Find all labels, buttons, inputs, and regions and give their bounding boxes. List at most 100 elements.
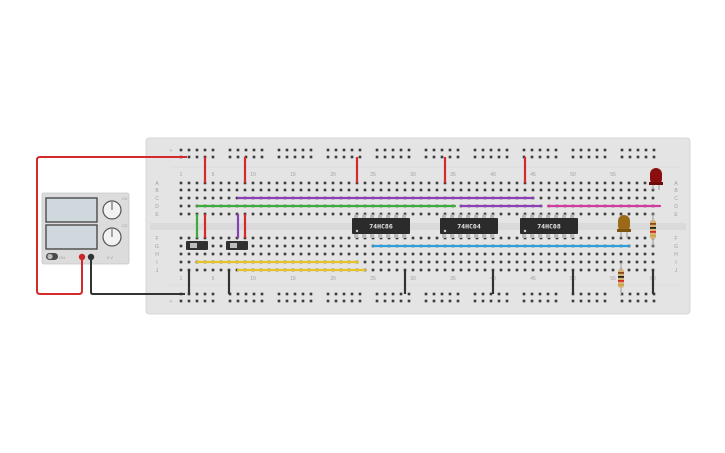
breadboard-hole[interactable] <box>448 299 452 303</box>
breadboard-hole[interactable] <box>435 268 439 272</box>
breadboard-hole[interactable] <box>419 252 423 256</box>
breadboard-hole[interactable] <box>331 188 335 192</box>
breadboard-hole[interactable] <box>546 148 550 152</box>
breadboard-hole[interactable] <box>603 181 607 185</box>
breadboard-hole[interactable] <box>275 244 279 248</box>
breadboard-hole[interactable] <box>538 155 542 159</box>
breadboard-hole[interactable] <box>211 268 215 272</box>
breadboard-hole[interactable] <box>507 181 511 185</box>
breadboard-hole[interactable] <box>211 148 215 152</box>
breadboard-hole[interactable] <box>427 212 431 216</box>
breadboard-hole[interactable] <box>252 292 256 296</box>
breadboard-hole[interactable] <box>347 181 351 185</box>
breadboard-hole[interactable] <box>301 155 305 159</box>
breadboard-hole[interactable] <box>211 181 215 185</box>
breadboard-hole[interactable] <box>307 252 311 256</box>
breadboard-hole[interactable] <box>267 188 271 192</box>
breadboard-hole[interactable] <box>603 155 607 159</box>
breadboard-hole[interactable] <box>505 292 509 296</box>
breadboard-hole[interactable] <box>358 148 362 152</box>
breadboard-hole[interactable] <box>497 299 501 303</box>
breadboard-hole[interactable] <box>515 252 519 256</box>
breadboard-hole[interactable] <box>285 299 289 303</box>
breadboard-hole[interactable] <box>522 292 526 296</box>
breadboard-hole[interactable] <box>432 299 436 303</box>
breadboard-hole[interactable] <box>244 148 248 152</box>
breadboard-hole[interactable] <box>571 181 575 185</box>
breadboard-hole[interactable] <box>244 292 248 296</box>
breadboard-hole[interactable] <box>620 148 624 152</box>
breadboard-hole[interactable] <box>628 148 632 152</box>
breadboard-hole[interactable] <box>619 252 623 256</box>
breadboard-hole[interactable] <box>595 188 599 192</box>
breadboard-hole[interactable] <box>277 299 281 303</box>
led-red[interactable] <box>649 168 663 190</box>
breadboard-hole[interactable] <box>293 148 297 152</box>
breadboard-hole[interactable] <box>187 196 191 200</box>
breadboard-hole[interactable] <box>363 260 367 264</box>
breadboard-hole[interactable] <box>383 155 387 159</box>
breadboard-hole[interactable] <box>603 188 607 192</box>
breadboard-hole[interactable] <box>443 268 447 272</box>
breadboard-hole[interactable] <box>587 236 591 240</box>
chip-74hc04[interactable]: 74HC04 <box>440 214 498 239</box>
breadboard-hole[interactable] <box>299 188 303 192</box>
breadboard-hole[interactable] <box>603 299 607 303</box>
breadboard-hole[interactable] <box>595 148 599 152</box>
breadboard-hole[interactable] <box>515 212 519 216</box>
breadboard-hole[interactable] <box>628 299 632 303</box>
breadboard-hole[interactable] <box>497 148 501 152</box>
breadboard-hole[interactable] <box>427 181 431 185</box>
breadboard-hole[interactable] <box>483 268 487 272</box>
breadboard-hole[interactable] <box>481 155 485 159</box>
breadboard-hole[interactable] <box>611 196 615 200</box>
breadboard-hole[interactable] <box>563 260 567 264</box>
breadboard-hole[interactable] <box>339 252 343 256</box>
power-supply[interactable]: CV CC ON 0 V <box>41 192 130 265</box>
breadboard-hole[interactable] <box>523 268 527 272</box>
breadboard-hole[interactable] <box>515 188 519 192</box>
breadboard-hole[interactable] <box>299 252 303 256</box>
breadboard-hole[interactable] <box>309 148 313 152</box>
breadboard-hole[interactable] <box>628 292 632 296</box>
breadboard-hole[interactable] <box>595 268 599 272</box>
breadboard-hole[interactable] <box>350 148 354 152</box>
breadboard-hole[interactable] <box>326 292 330 296</box>
breadboard-hole[interactable] <box>211 212 215 216</box>
breadboard-hole[interactable] <box>531 181 535 185</box>
breadboard-hole[interactable] <box>334 299 338 303</box>
breadboard-hole[interactable] <box>331 236 335 240</box>
breadboard-hole[interactable] <box>419 236 423 240</box>
breadboard-hole[interactable] <box>283 188 287 192</box>
breadboard-hole[interactable] <box>603 260 607 264</box>
breadboard-hole[interactable] <box>546 292 550 296</box>
breadboard-hole[interactable] <box>483 252 487 256</box>
breadboard-hole[interactable] <box>267 236 271 240</box>
breadboard-hole[interactable] <box>483 212 487 216</box>
breadboard-hole[interactable] <box>523 212 527 216</box>
breadboard-hole[interactable] <box>375 292 379 296</box>
breadboard-hole[interactable] <box>275 212 279 216</box>
breadboard-hole[interactable] <box>507 236 511 240</box>
breadboard-hole[interactable] <box>277 148 281 152</box>
breadboard-hole[interactable] <box>251 252 255 256</box>
breadboard-hole[interactable] <box>371 212 375 216</box>
breadboard-hole[interactable] <box>323 252 327 256</box>
breadboard-hole[interactable] <box>491 188 495 192</box>
breadboard-hole[interactable] <box>307 236 311 240</box>
breadboard-hole[interactable] <box>652 155 656 159</box>
breadboard-hole[interactable] <box>407 299 411 303</box>
breadboard-hole[interactable] <box>195 299 199 303</box>
breadboard-hole[interactable] <box>260 292 264 296</box>
breadboard-hole[interactable] <box>277 155 281 159</box>
breadboard-hole[interactable] <box>291 181 295 185</box>
breadboard-hole[interactable] <box>475 212 479 216</box>
breadboard-hole[interactable] <box>652 299 656 303</box>
breadboard-hole[interactable] <box>427 252 431 256</box>
resistor-1[interactable] <box>650 213 656 247</box>
breadboard-hole[interactable] <box>358 155 362 159</box>
breadboard-hole[interactable] <box>331 252 335 256</box>
breadboard-hole[interactable] <box>203 268 207 272</box>
breadboard-hole[interactable] <box>603 148 607 152</box>
